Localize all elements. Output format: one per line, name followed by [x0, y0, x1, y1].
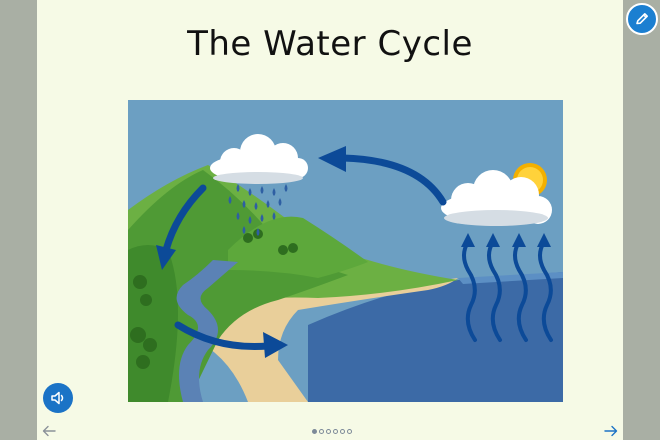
arrow-right-icon [604, 425, 618, 437]
pagination-dot[interactable] [326, 429, 331, 434]
slide-title: The Water Cycle [187, 24, 473, 64]
previous-slide-button[interactable] [40, 423, 58, 439]
pagination-dot[interactable] [319, 429, 324, 434]
speaker-icon [51, 391, 64, 405]
next-slide-button[interactable] [602, 423, 620, 439]
pagination-dots [312, 429, 352, 434]
pagination-dot[interactable] [312, 429, 317, 434]
pagination-dot[interactable] [347, 429, 352, 434]
edit-button[interactable] [626, 3, 658, 35]
pencil-icon [636, 13, 648, 25]
arrow-left-icon [42, 425, 56, 437]
pagination-dot[interactable] [340, 429, 345, 434]
pagination-dot[interactable] [333, 429, 338, 434]
audio-button[interactable] [43, 383, 73, 413]
water-cycle-illustration [128, 100, 563, 402]
slide-canvas: The Water Cycle [37, 0, 623, 440]
